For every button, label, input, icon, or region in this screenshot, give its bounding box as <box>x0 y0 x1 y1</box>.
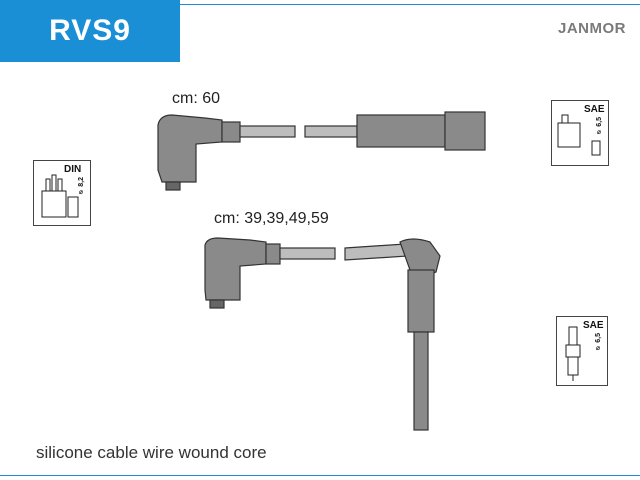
cable-60 <box>157 111 486 191</box>
terminal-2 <box>209 299 225 309</box>
din-title: DIN <box>64 164 82 175</box>
vertical-boot-2 <box>407 269 435 333</box>
cable-label-1: cm: 60 <box>172 90 221 107</box>
sae-top-title: SAE <box>584 104 605 115</box>
terminal-1 <box>165 181 181 191</box>
angled-boot-1 <box>157 114 223 183</box>
straight-boot-1 <box>356 114 446 148</box>
sae-bottom-title: SAE <box>583 320 604 331</box>
cable-label-2: cm: 39,39,49,59 <box>214 210 329 227</box>
cable-multi <box>204 237 441 431</box>
vertical-cable-2 <box>413 331 429 431</box>
spark-plug-icon <box>565 326 581 381</box>
boot-end-1 <box>444 111 486 151</box>
cable-segment-1a <box>239 125 296 138</box>
product-description: silicone cable wire wound core <box>36 443 267 462</box>
cable-segment-1b <box>304 125 358 138</box>
distributor-cap-icon <box>41 174 79 218</box>
top-divider <box>180 4 640 5</box>
ignition-coil-icon <box>557 114 601 156</box>
cable-segment-2a <box>279 247 336 260</box>
boot-collar-1 <box>221 121 241 143</box>
boot-collar-2 <box>265 243 281 265</box>
angled-boot-2 <box>204 237 267 301</box>
brand-name: JANMOR <box>557 20 626 37</box>
product-code: RVS9 <box>0 0 180 62</box>
din-badge: DIN ⌀ 8,2 <box>33 160 91 226</box>
bottom-divider <box>0 475 640 476</box>
sae-badge-bottom: SAE ⌀ 6,5 <box>556 316 608 386</box>
sae-badge-top: SAE ⌀ 6,5 <box>551 100 609 166</box>
cable-segment-2b <box>344 243 409 261</box>
